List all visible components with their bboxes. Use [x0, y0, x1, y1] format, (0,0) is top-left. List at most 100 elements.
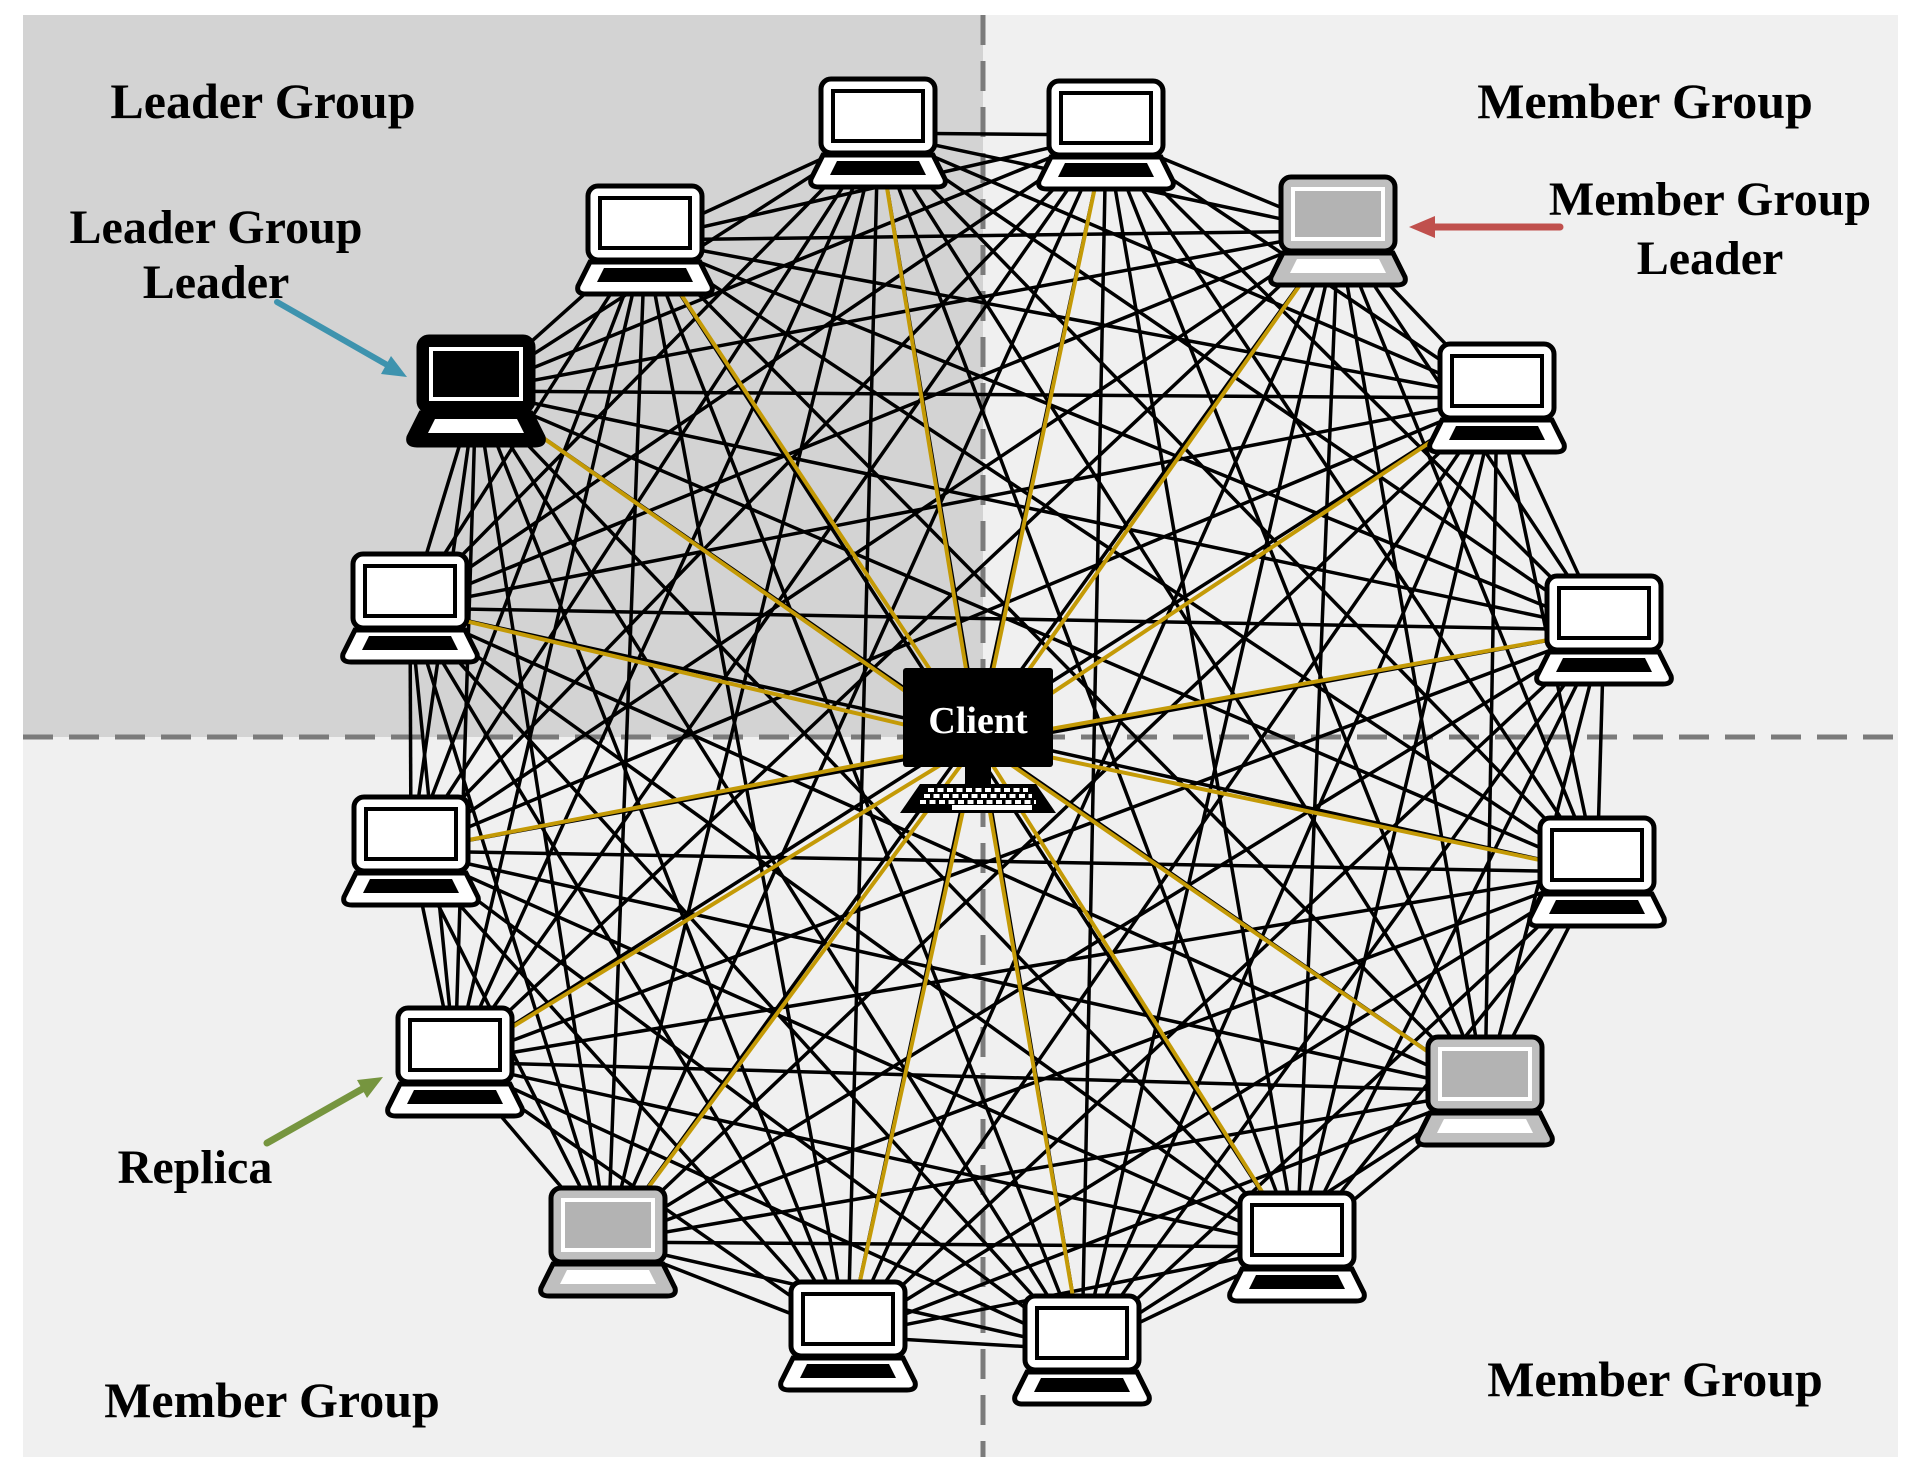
laptop-node-replica-icon — [1427, 341, 1567, 455]
mesh-edge — [474, 390, 610, 1243]
laptop-node-member-group-leader-icon — [538, 1185, 678, 1299]
quadrant-title-member-group-bottom-right: Member Group — [1487, 1351, 1823, 1407]
mesh-edge — [453, 132, 880, 1063]
mesh-edge — [607, 1240, 1298, 1249]
mesh-edge — [453, 390, 478, 1063]
mesh-edge — [410, 229, 1339, 853]
quadrant-title-member-group-top-right: Member Group — [1477, 73, 1813, 129]
mesh-edge — [454, 628, 1605, 1064]
member-group-leader-label-line2: Leader — [1637, 232, 1784, 285]
mesh-edge — [644, 229, 1339, 242]
client-spoke-edge — [453, 740, 980, 1064]
laptop-node-replica-icon — [1036, 78, 1176, 192]
quadrant-title-member-group-bottom-left: Member Group — [104, 1372, 440, 1428]
mesh-edge — [453, 239, 647, 1063]
mesh-edge — [606, 239, 647, 1243]
mesh-edge — [877, 131, 1498, 400]
laptop-node-replica-icon — [778, 1279, 918, 1393]
mesh-edge — [846, 628, 1606, 1338]
client-monitor-stand — [965, 766, 991, 785]
client-spoke-edge — [976, 740, 1487, 1093]
replica-arrowhead-icon — [357, 1077, 383, 1098]
mesh-edge — [644, 238, 1598, 874]
mesh-edge — [607, 628, 1605, 1244]
nodes-layer — [340, 76, 1674, 1407]
mesh-edge — [1104, 133, 1606, 632]
mesh-edge — [847, 870, 1598, 1338]
mesh-edge — [454, 1060, 1486, 1093]
mesh-edge — [410, 849, 1486, 1093]
mesh-edge — [408, 131, 880, 610]
client-spacebar — [952, 805, 1032, 810]
laptop-node-member-group-leader-icon — [1415, 1034, 1555, 1148]
mesh-edge — [644, 238, 1498, 400]
replica-label: Replica — [118, 1141, 273, 1194]
client-spoke-edge — [976, 740, 1299, 1249]
mesh-edge — [475, 389, 1498, 400]
mesh-edge — [474, 389, 1299, 1249]
mesh-edge — [410, 849, 1598, 874]
mesh-edge — [454, 1060, 1298, 1249]
mesh-edge — [408, 606, 1084, 1352]
mesh-edge — [846, 397, 1499, 1337]
client-spoke-edge — [846, 741, 980, 1337]
replica-arrow — [263, 1084, 368, 1147]
mesh-edge — [643, 238, 1487, 1093]
mesh-edge — [409, 606, 1486, 1093]
mesh-edge — [454, 870, 1598, 1064]
mesh-edge — [1104, 134, 1487, 1092]
mesh-edge — [453, 133, 1108, 1064]
client-spoke-edge — [976, 741, 1084, 1351]
mesh-edge — [409, 133, 1107, 610]
laptop-node-replica-icon — [808, 76, 948, 190]
client-spoke-edge — [643, 238, 980, 744]
mesh-edge — [453, 229, 1340, 1064]
client-spoke-edge — [410, 740, 979, 853]
mesh-edge — [1080, 870, 1599, 1352]
mesh-edge — [475, 389, 1605, 632]
mesh-edge — [409, 133, 1108, 853]
mesh-edge — [475, 133, 1107, 393]
mesh-edge — [409, 239, 647, 852]
client-spoke-edge — [976, 229, 1340, 744]
laptop-node-member-group-leader-icon — [1268, 174, 1408, 288]
client-spoke-edge — [409, 606, 979, 744]
mesh-edge — [409, 132, 880, 852]
mesh-edge — [474, 390, 850, 1337]
mesh-edge — [1080, 134, 1108, 1351]
laptop-node-replica-icon — [575, 183, 715, 297]
client-spoke-edge — [976, 396, 1499, 744]
client-spoke-edge — [976, 134, 1108, 743]
spoke-layer — [409, 132, 1605, 1351]
mesh-edge — [1080, 628, 1606, 1352]
mesh-edge — [847, 1089, 1486, 1338]
mesh-edge — [644, 238, 1605, 632]
mesh-edge — [643, 239, 1084, 1351]
laptop-node-leader-group-leader-icon — [406, 334, 546, 448]
mesh-edge — [607, 870, 1598, 1244]
mesh-edge — [408, 606, 1299, 1249]
mesh-edge — [877, 131, 1605, 632]
client-monitor — [903, 668, 1053, 767]
mesh-edge — [1336, 230, 1599, 873]
client-spoke-edge — [876, 132, 980, 743]
leader-group-leader-arrow — [274, 299, 392, 369]
mesh-edge — [410, 396, 1498, 853]
mesh-edge — [409, 849, 1084, 1352]
mesh-edge — [408, 607, 850, 1337]
laptop-node-replica-icon — [341, 794, 481, 908]
member-group-leader-arrowhead-icon — [1409, 216, 1435, 238]
laptop-node-replica-icon — [1534, 573, 1674, 687]
laptop-node-replica-icon — [340, 551, 480, 665]
client-spoke-edge — [474, 389, 980, 744]
client-spoke-edge — [977, 740, 1598, 874]
quadrant-title-leader-group: Leader Group — [110, 73, 415, 129]
mesh-edge — [474, 390, 1084, 1351]
client-label: Client — [928, 700, 1028, 742]
mesh-edge — [409, 229, 1339, 610]
laptop-node-replica-annotated-icon — [385, 1005, 525, 1119]
leader-group-leader-label-line2: Leader — [143, 256, 290, 309]
member-group-leader-label-line1: Member Group — [1549, 173, 1871, 226]
client-node: Client — [900, 668, 1056, 813]
leader-group-leader-label-line1: Leader Group — [70, 201, 363, 254]
